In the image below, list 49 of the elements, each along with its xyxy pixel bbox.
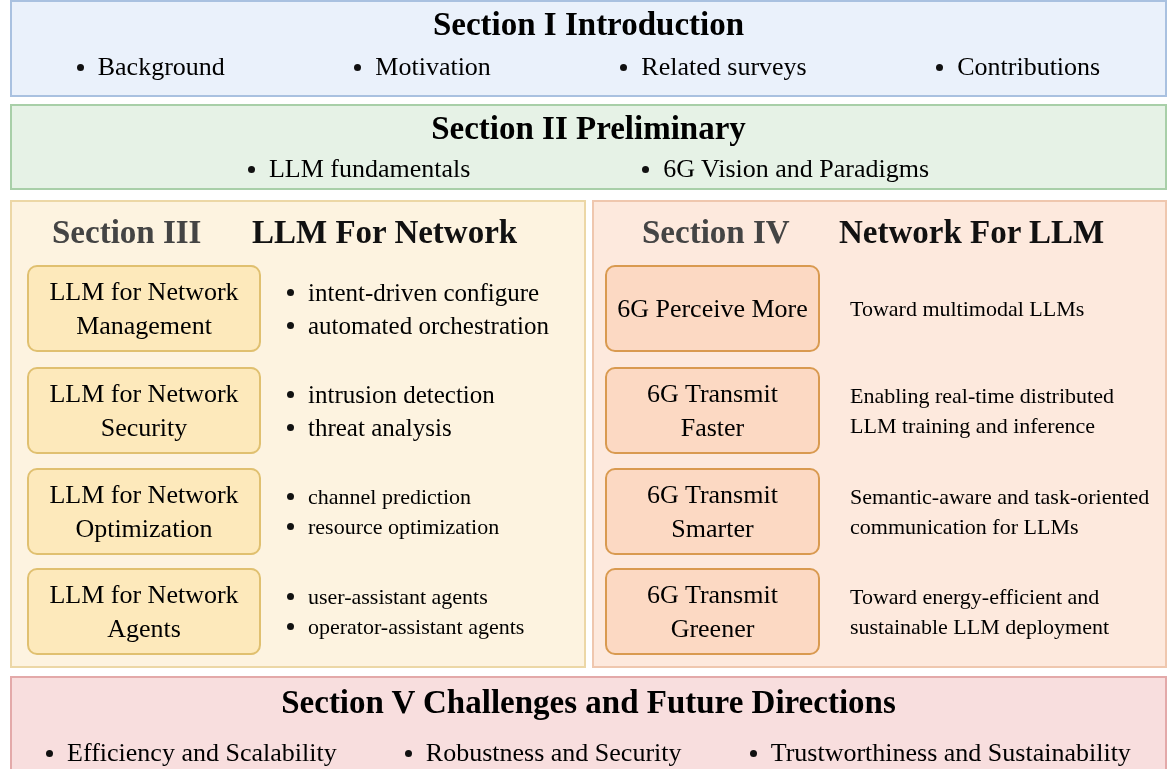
- topic-box: [605, 265, 820, 352]
- topic-box: [605, 468, 820, 555]
- topic-box: [27, 468, 261, 555]
- section-heading: Section II Preliminary: [430, 110, 747, 147]
- section-band: [10, 0, 1167, 97]
- bullet-item: operator-assistant agents: [308, 612, 525, 641]
- topic-box: [605, 367, 820, 454]
- bullet-item: channel prediction: [308, 482, 472, 511]
- box-label: 6G Perceive More: [616, 292, 809, 325]
- bullet-item: Efficiency and Scalability: [67, 738, 337, 768]
- bullet-item: user-assistant agents: [308, 582, 488, 611]
- bullet-item: resource optimization: [308, 512, 500, 541]
- topic-box: [605, 568, 820, 655]
- section-band: [10, 676, 1167, 769]
- bullet-item: Motivation: [375, 52, 491, 82]
- bullet-item: Contributions: [957, 52, 1101, 82]
- section-heading: Section IV: [642, 214, 790, 251]
- bullet-item: intent-driven configure: [308, 277, 540, 308]
- description-text: Toward energy-efficient and sustainable LLM deployment: [850, 582, 1111, 641]
- bullet-item: automated orchestration: [308, 310, 549, 341]
- description-text: Toward multimodal LLMs: [850, 294, 1086, 323]
- section-band: [10, 104, 1167, 190]
- box-label: 6G Transmit Greener: [646, 578, 779, 645]
- bullet-item: Background: [97, 52, 225, 82]
- bullet-item: Robustness and Security: [425, 738, 682, 768]
- bullet-item: Related surveys: [641, 52, 807, 82]
- box-label: LLM for Network Optimization: [48, 478, 240, 545]
- topic-box: [27, 265, 261, 352]
- section-heading: Section I Introduction: [431, 6, 746, 43]
- section-heading: Section III: [52, 214, 202, 251]
- topic-box: [27, 568, 261, 655]
- bullet-item: Trustworthiness and Sustainability: [770, 738, 1131, 768]
- box-label: LLM for Network Agents: [48, 578, 240, 645]
- section-panel: [10, 200, 586, 668]
- box-label: 6G Transmit Faster: [646, 377, 779, 444]
- topic-box: [27, 367, 261, 454]
- section-heading: Network For LLM: [839, 214, 1105, 251]
- bullet-item: threat analysis: [308, 412, 452, 443]
- bullet-item: 6G Vision and Paradigms: [663, 154, 930, 184]
- box-label: LLM for Network Management: [48, 275, 240, 342]
- section-panel: [592, 200, 1167, 668]
- bullet-item: intrusion detection: [308, 379, 495, 410]
- box-label: LLM for Network Security: [48, 377, 240, 444]
- section-heading: Section V Challenges and Future Directions: [280, 684, 897, 721]
- bullet-item: LLM fundamentals: [268, 154, 471, 184]
- section-heading: LLM For Network: [252, 214, 518, 251]
- description-text: Enabling real-time distributed LLM training and inference: [850, 381, 1115, 440]
- box-label: 6G Transmit Smarter: [646, 478, 779, 545]
- description-text: Semantic-aware and task-oriented communication for LLMs: [850, 482, 1151, 541]
